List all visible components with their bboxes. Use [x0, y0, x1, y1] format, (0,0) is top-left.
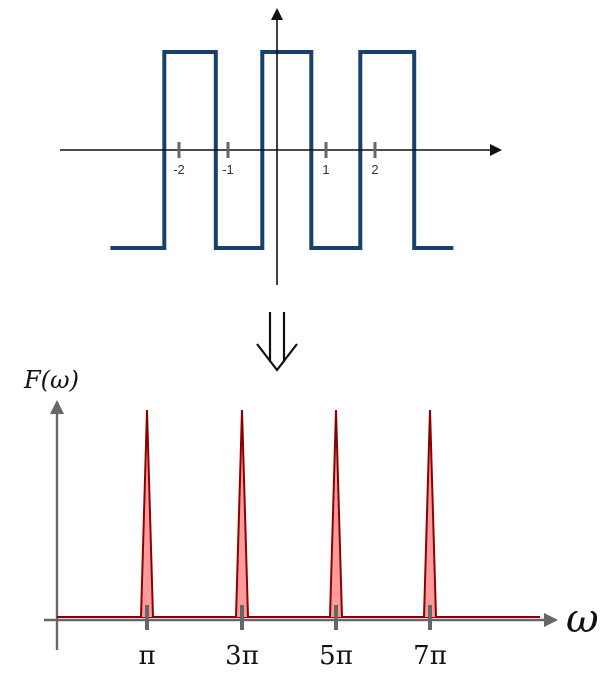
frequency-tick-label: π: [138, 641, 155, 671]
time-tick-label: -2: [173, 162, 185, 177]
spectrum-peak-fill: [424, 410, 436, 617]
spectrum-x-axis-label: ω: [566, 596, 599, 642]
frequency-x-ticks: π 3π 5π 7π: [138, 605, 447, 671]
spectrum-peak-fill: [141, 410, 153, 617]
frequency-tick-label: 5π: [319, 641, 353, 671]
time-tick-label: -1: [222, 162, 234, 177]
time-tick-label: 2: [371, 162, 378, 177]
spectrum-peak-fill: [236, 410, 248, 617]
time-tick-label: 1: [322, 162, 329, 177]
spectrum-peak: [140, 409, 154, 618]
spectrum-y-axis-label: F(ω): [23, 366, 79, 394]
frequency-tick-label: 3π: [225, 641, 259, 671]
spectrum-peak: [235, 409, 249, 618]
square-wave-plot: -2 -1 1 2: [60, 8, 502, 285]
frequency-tick-label: 7π: [413, 641, 447, 671]
spectrum-plot: π 3π 5π 7π F(ω) ω: [23, 366, 599, 671]
spectrum-peak: [423, 409, 437, 618]
time-x-ticks: -2 -1 1 2: [173, 142, 379, 177]
spectrum-peaks: [57, 409, 540, 618]
double-down-arrow-icon: [256, 312, 298, 372]
square-wave-line: [110, 50, 454, 250]
spectrum-peak-fill: [330, 410, 342, 617]
spectrum-peak: [329, 409, 343, 618]
